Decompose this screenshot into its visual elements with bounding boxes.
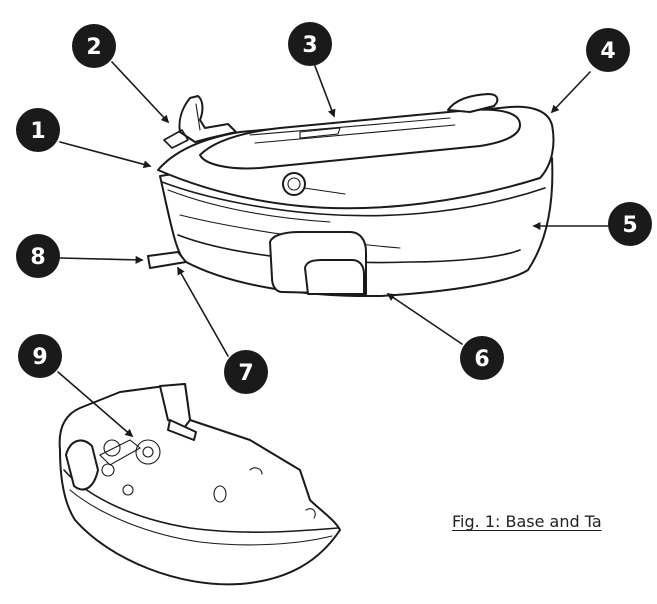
callout-4-label: 4 <box>600 39 615 64</box>
callout-6: 6 <box>460 336 504 380</box>
callout-2: 2 <box>72 24 116 68</box>
base-bottom-shell <box>58 383 341 586</box>
figure-caption: Fig. 1: Base and Ta <box>452 512 602 531</box>
callout-7: 7 <box>224 350 268 394</box>
callout-1: 1 <box>16 108 60 152</box>
callout-3: 3 <box>288 22 332 66</box>
callout-5: 5 <box>608 202 652 246</box>
callout-4: 4 <box>586 28 630 72</box>
leader-lines <box>57 61 609 438</box>
callout-2-label: 2 <box>86 35 101 60</box>
callout-3-label: 3 <box>302 33 317 58</box>
callout-1-label: 1 <box>30 119 45 144</box>
callout-9: 9 <box>18 334 62 378</box>
callout-7-label: 7 <box>238 361 253 386</box>
callout-8: 8 <box>16 234 60 278</box>
foot-tab <box>147 251 187 269</box>
callout-8-label: 8 <box>30 245 45 270</box>
callout-9-label: 9 <box>32 345 47 370</box>
right-handle <box>447 93 499 113</box>
top-opening <box>199 108 521 170</box>
side-clip <box>178 95 237 143</box>
callout-5-label: 5 <box>622 213 637 238</box>
base-assembly <box>147 93 555 298</box>
callout-6-label: 6 <box>474 347 489 372</box>
adjust-knob <box>282 172 306 196</box>
base-bottom <box>58 383 341 586</box>
